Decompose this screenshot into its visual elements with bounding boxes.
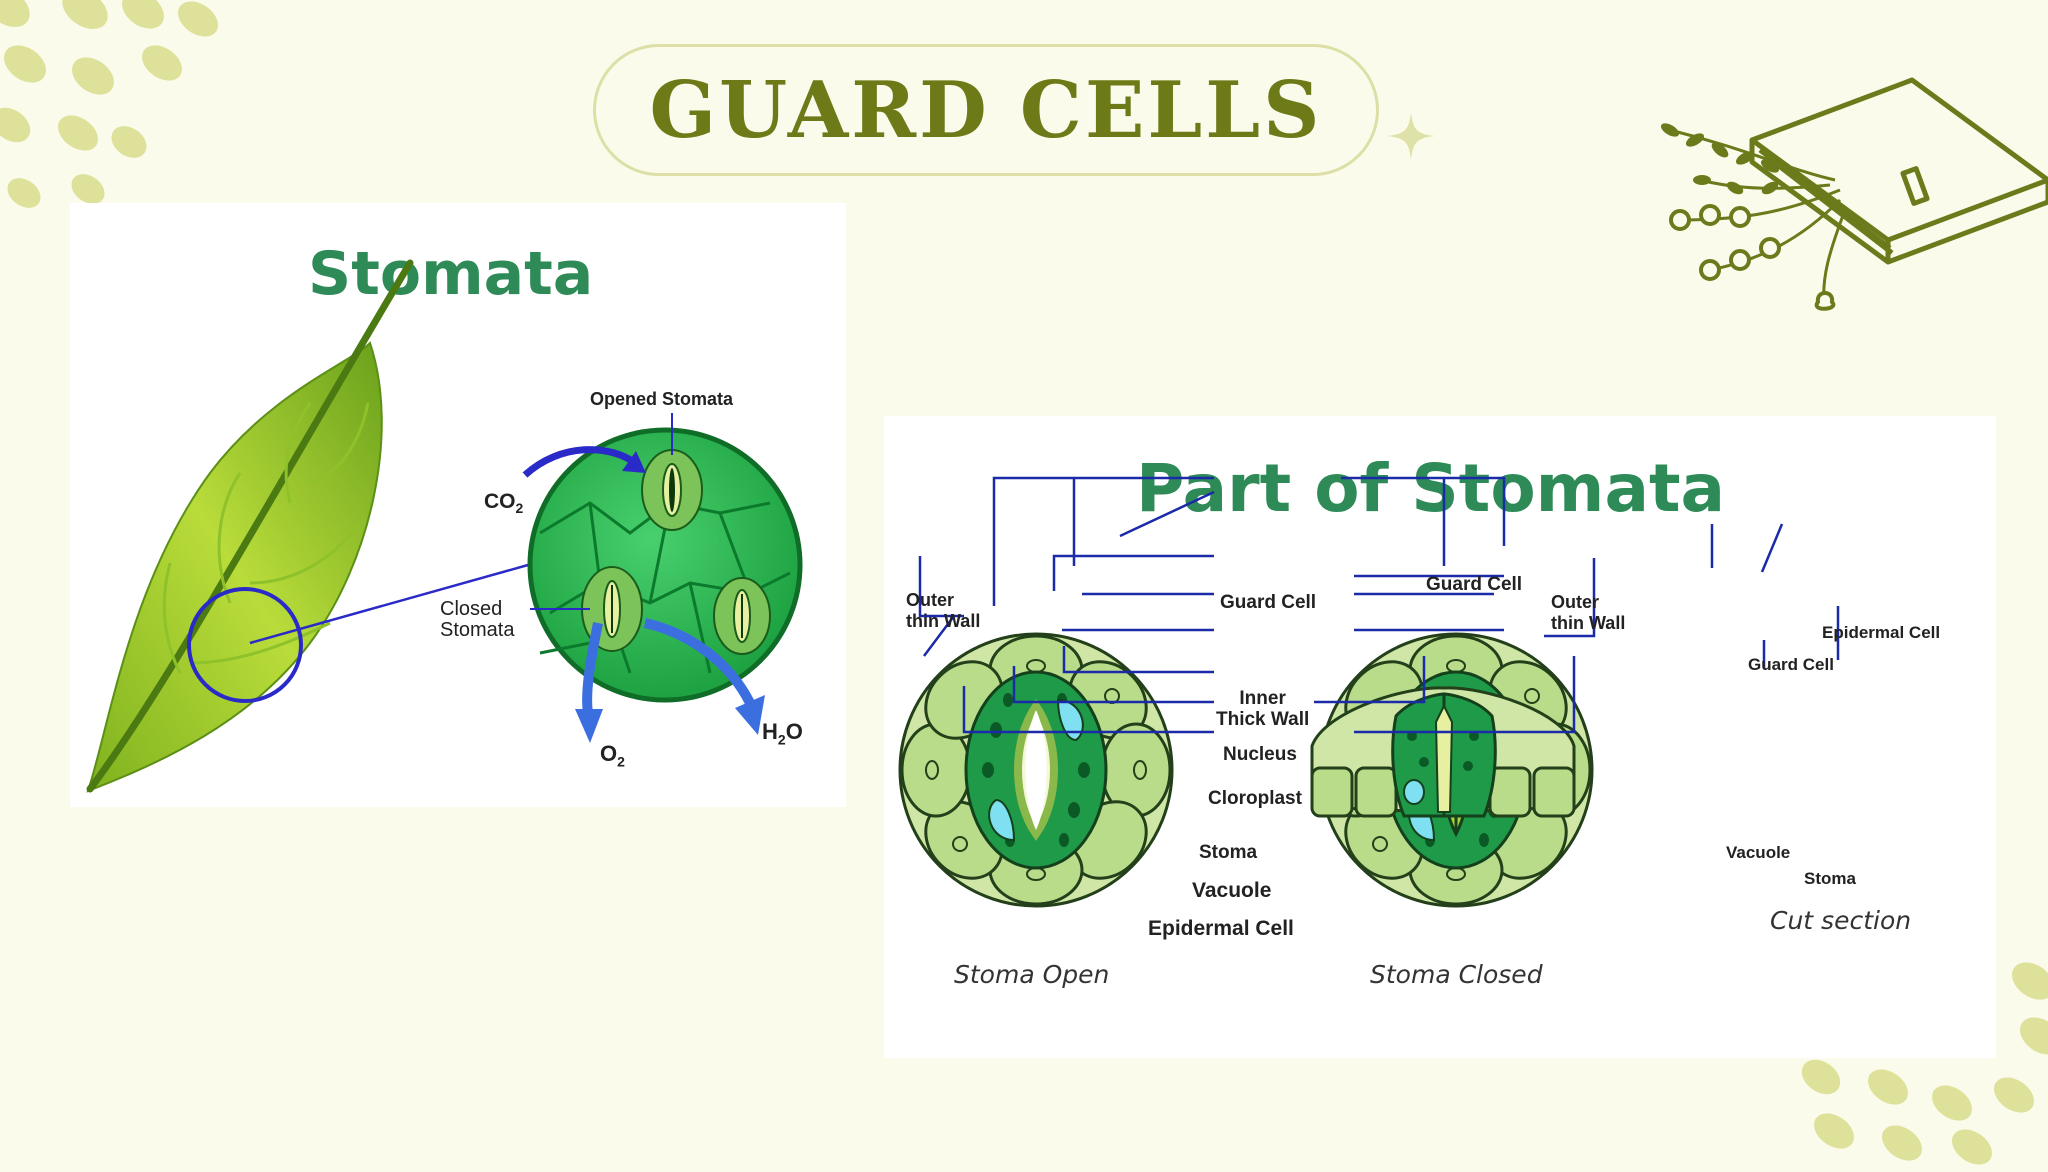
label-nucleus: Nucleus (1223, 744, 1297, 765)
label-h2o: H2O (762, 719, 803, 748)
zoom-circle (187, 587, 303, 703)
stomata-drawing (86, 259, 803, 793)
label-guard-cell-top: Guard Cell (1426, 574, 1523, 595)
label-co2: CO2 (484, 490, 524, 517)
h2o-arrow (643, 618, 755, 706)
label-cut-stoma: Stoma (1804, 869, 1856, 888)
label-vacuole: Vacuole (1192, 879, 1272, 902)
label-cut-epidermal-cell: Epidermal Cell (1822, 623, 1941, 642)
label-cut-vacuole: Vacuole (1726, 843, 1791, 862)
label-o2: O2 (600, 741, 625, 770)
label-opened-stomata: Opened Stomata (590, 389, 734, 409)
stomata-parts-drawing (898, 632, 1594, 908)
part-of-stomata-figure: Part of Stomata (884, 416, 1996, 1058)
caption-stoma-open: Stoma Open (954, 960, 1110, 989)
label-cloroplast: Cloroplast (1208, 788, 1302, 809)
stomata-heading: Stomata (308, 239, 594, 309)
part-of-stomata-heading: Part of Stomata (1136, 450, 1726, 527)
stomata-label-lines (918, 476, 1840, 734)
title-pill: GUARD CELLS (593, 44, 1379, 176)
book-flowers-illustration (1660, 77, 2048, 311)
page-title: GUARD CELLS (649, 64, 1323, 156)
label-epidermal-cell: Epidermal Cell (1148, 917, 1294, 940)
o2-arrow (582, 622, 603, 714)
stomata-figure: Stomata (70, 203, 846, 807)
caption-stoma-closed: Stoma Closed (1370, 960, 1543, 989)
co2-arrow (522, 446, 641, 478)
label-cut-guard-cell: Guard Cell (1748, 655, 1834, 674)
label-stoma: Stoma (1199, 842, 1258, 863)
caption-cut-section: Cut section (1770, 906, 1912, 935)
sparkle-icon (1387, 112, 1435, 160)
stoma-open-diagram (898, 632, 1174, 908)
label-guard-cell-left: Guard Cell (1220, 592, 1317, 613)
opened-stoma (641, 449, 703, 531)
closed-stoma-small (713, 577, 771, 655)
